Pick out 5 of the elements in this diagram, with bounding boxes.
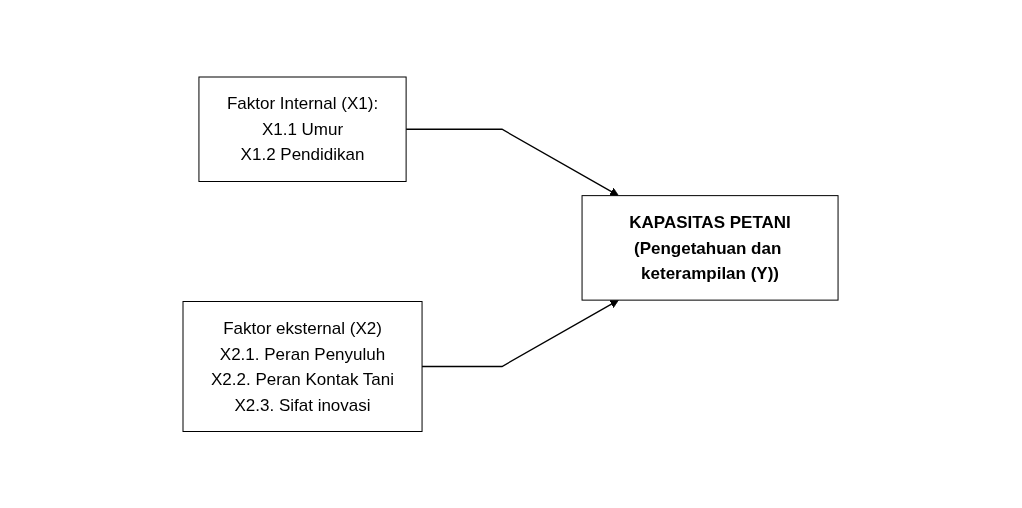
arrow [421,299,620,367]
node-box: Faktor Internal (X1): X1.1 Umur X1.2 Pendidikan [198,76,408,182]
arrow [405,128,620,196]
node-box: KAPASITAS PETANI (Pengetahuan dan keterampilan (Y)) [582,194,839,301]
node-box: Faktor eksternal (X2) X2.1. Peran Penyuluh X2.2. Peran Kontak Tani X2.3. Sifat inovasi [182,300,423,432]
